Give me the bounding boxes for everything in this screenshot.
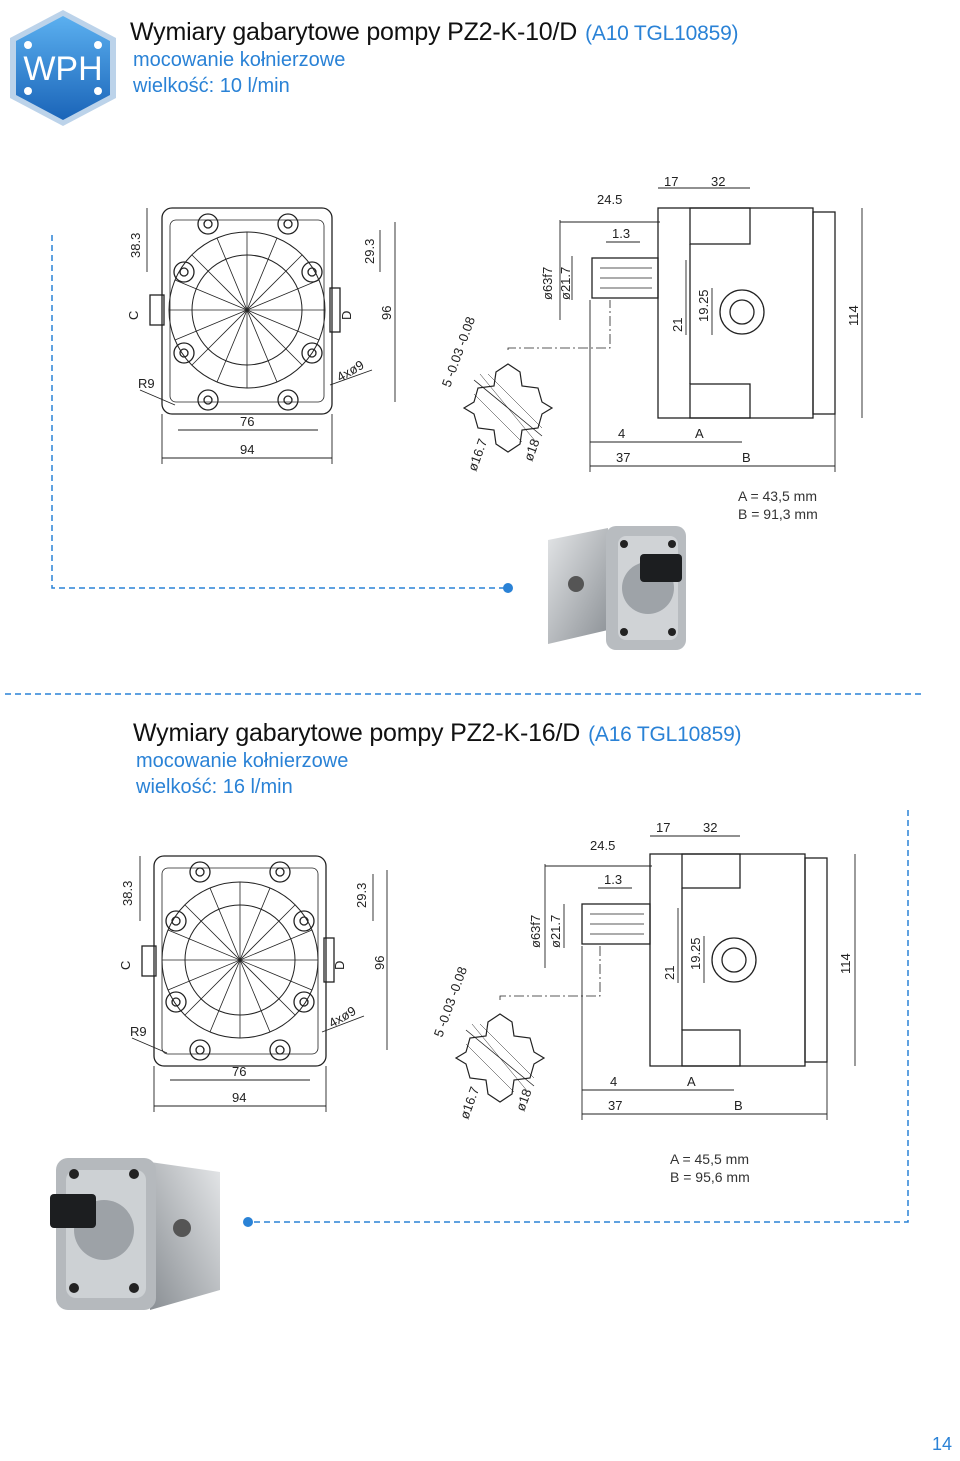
wph-logo: WPH [6, 8, 120, 128]
section1-title-line: Wymiary gabarytowe pompy PZ2-K-10/D (A10 … [130, 18, 739, 47]
dim2-96: 96 [372, 956, 387, 970]
section1-dims: A = 43,5 mm B = 91,3 mm [738, 487, 818, 523]
dim-37: 37 [616, 450, 630, 465]
dim-18: ø18 [521, 437, 543, 463]
section2-drawing: 38.3 29.3 C D 96 R9 4xø9 76 94 24.5 17 3… [118, 820, 856, 1121]
dim-76: 76 [240, 414, 254, 429]
section2-mounting: mocowanie kołnierzowe [136, 750, 349, 772]
dim2-1-3: 1.3 [604, 872, 622, 887]
dim-17: 17 [664, 174, 678, 189]
dim2-18: ø18 [513, 1087, 535, 1113]
dim2-c: C [118, 961, 133, 970]
section1-dim-b: B = 91,3 mm [738, 506, 818, 522]
logo-text: WPH [23, 50, 102, 88]
dim2-r9: R9 [130, 1024, 147, 1039]
dim-1-3: 1.3 [612, 226, 630, 241]
pump-photo-2 [50, 1158, 220, 1310]
dim-94: 94 [240, 442, 254, 457]
dim2-b: B [734, 1098, 743, 1113]
dim-b: B [742, 450, 751, 465]
dim2-a: A [687, 1074, 696, 1089]
page-number: 14 [931, 1434, 952, 1454]
dim2-94: 94 [232, 1090, 246, 1105]
dim-21: 21 [670, 318, 685, 332]
section2-dim-b: B = 95,6 mm [670, 1169, 750, 1185]
dim-4: 4 [618, 426, 625, 441]
pump-photo-1 [548, 526, 686, 650]
section2-title-line: Wymiary gabarytowe pompy PZ2-K-16/D (A16 … [133, 719, 742, 748]
dim-114: 114 [846, 305, 861, 326]
dim2-19-25: 19.25 [688, 937, 703, 970]
dim2-17: 17 [656, 820, 670, 835]
dim-a: A [695, 426, 704, 441]
section2-size: wielkość: 16 l/min [136, 776, 293, 798]
dim2-63f7: ø63f7 [528, 915, 543, 948]
section1-code: (A10 TGL10859) [585, 22, 739, 45]
dim2-29-3: 29.3 [354, 883, 369, 908]
dim2-21-7: ø21.7 [548, 915, 563, 948]
section2-title: Wymiary gabarytowe pompy PZ2-K-16/D [133, 719, 581, 747]
dim2-4: 4 [610, 1074, 617, 1089]
section2-dim-a: A = 45,5 mm [670, 1151, 749, 1167]
flange-bolts [173, 213, 323, 411]
dim2-76: 76 [232, 1064, 246, 1079]
section1-title: Wymiary gabarytowe pompy PZ2-K-10/D [130, 18, 578, 46]
dim2-32: 32 [703, 820, 717, 835]
dim-29-3: 29.3 [362, 239, 377, 264]
dim-63f7: ø63f7 [540, 267, 555, 300]
dim2-114: 114 [838, 953, 853, 974]
section1-size: wielkość: 10 l/min [133, 75, 290, 97]
section2-connectors [243, 810, 909, 1227]
section1-drawing: 38.3 29.3 C D 96 R9 4xø9 76 94 24.5 17 3… [126, 174, 863, 473]
dim2-21: 21 [662, 966, 677, 980]
dim2-d: D [332, 961, 347, 970]
dim-38-3: 38.3 [128, 233, 143, 258]
dim2-38-3: 38.3 [120, 881, 135, 906]
dim-d: D [339, 311, 354, 320]
dim-19-25: 19.25 [696, 289, 711, 322]
dim2-24-5: 24.5 [590, 838, 615, 853]
dim-c: C [126, 311, 141, 320]
section2-code: (A16 TGL10859) [588, 723, 742, 746]
dim-32: 32 [711, 174, 725, 189]
dim-r9: R9 [138, 376, 155, 391]
section1-mounting: mocowanie kołnierzowe [133, 49, 346, 71]
section1-connectors [5, 235, 925, 695]
section1-dim-a: A = 43,5 mm [738, 488, 817, 504]
section2-dims: A = 45,5 mm B = 95,6 mm [670, 1150, 750, 1186]
dim2-37: 37 [608, 1098, 622, 1113]
dim-21-7: ø21.7 [558, 267, 573, 300]
dim-24-5: 24.5 [597, 192, 622, 207]
dim-96: 96 [379, 306, 394, 320]
